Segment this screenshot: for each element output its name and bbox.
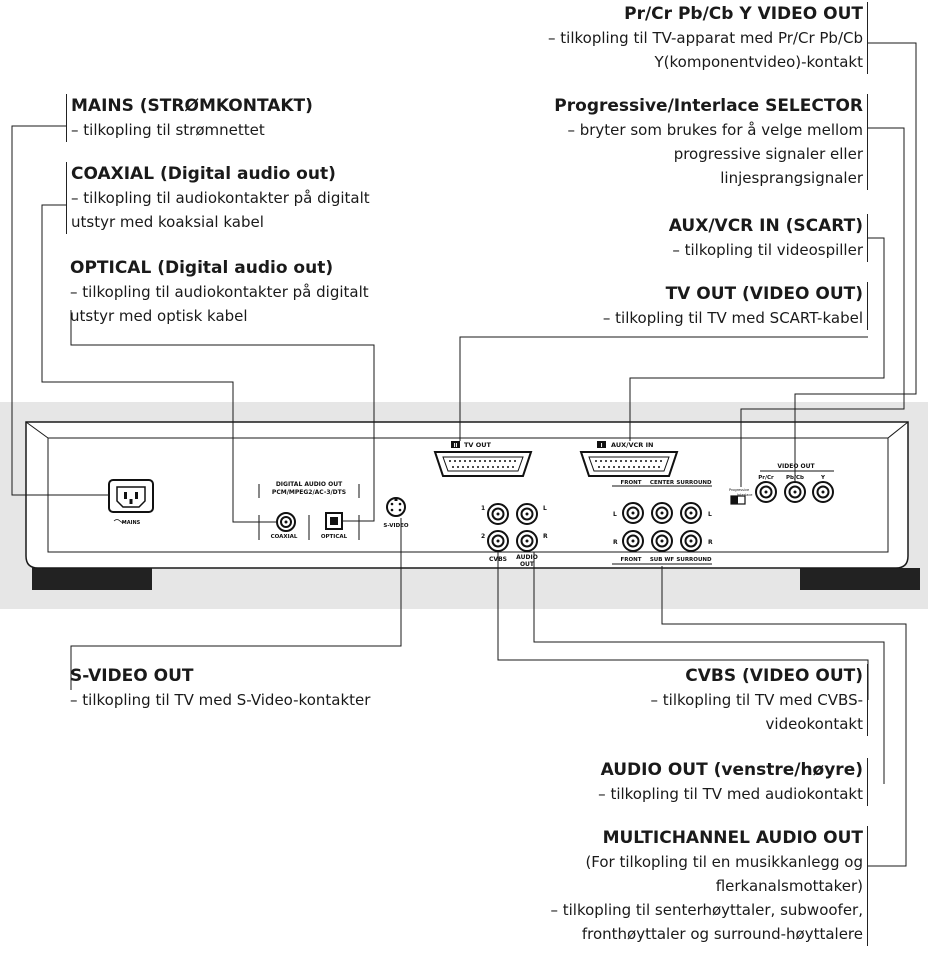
cvbs-title: CVBS (VIDEO OUT): [685, 666, 863, 686]
panel-audio-label: AUDIO: [516, 554, 538, 561]
front-r-jack-icon: [622, 530, 644, 552]
s-video-jack-icon: [386, 497, 406, 517]
panel-surround-label: SURROUND: [676, 480, 712, 486]
panel-front-bottom: FRONT: [620, 557, 641, 563]
selector-desc-1: – bryter som brukes for å velge mellom: [567, 121, 863, 139]
label-optical: OPTICAL (Digital audio out) – tilkopling…: [70, 256, 369, 328]
panel-digital-audio-out: DIGITAL AUDIO OUT: [276, 481, 343, 488]
panel-tv-out-label: TV OUT: [464, 441, 492, 449]
label-cvbs: CVBS (VIDEO OUT) – tilkopling til TV med…: [651, 664, 868, 736]
panel-digital-formats: PCM/MPEG2/AC-3/DTS: [272, 489, 346, 496]
label-multichannel: MULTICHANNEL AUDIO OUT (For tilkopling t…: [550, 826, 868, 946]
label-mains: MAINS (STRØMKONTAKT) – tilkopling til st…: [66, 94, 313, 142]
optical-jack-icon: [325, 512, 343, 530]
aux-scart-icon: [579, 451, 679, 477]
aux-title: AUX/VCR IN (SCART): [668, 216, 863, 236]
y-jack-icon: [812, 481, 834, 503]
component-video-desc-2: Y(komponentvideo)-kontakt: [654, 53, 864, 71]
progressive-switch-icon: [730, 495, 746, 505]
coaxial-title: COAXIAL (Digital audio out): [71, 164, 336, 184]
panel-mc-r-right: R: [708, 539, 713, 546]
panel-center-label: CENTER: [650, 480, 675, 486]
audio-out-desc-1: – tilkopling til TV med audiokontakt: [598, 785, 863, 803]
selector-desc-3: linjesprangsignaler: [720, 169, 863, 187]
optical-title: OPTICAL (Digital audio out): [70, 258, 334, 278]
coaxial-desc-2: utstyr med koaksial kabel: [71, 213, 264, 231]
cvbs-jack-2-icon: [487, 530, 509, 552]
cvbs-desc-1: – tilkopling til TV med CVBS-: [650, 691, 863, 709]
component-video-desc-1: – tilkopling til TV-apparat med Pr/Cr Pb…: [548, 29, 863, 47]
panel-mc-l-right: L: [708, 511, 712, 518]
label-aux: AUX/VCR IN (SCART) – tilkopling til vide…: [669, 214, 868, 262]
audio-out-title: AUDIO OUT (venstre/høyre): [600, 760, 863, 780]
cvbs-desc-2: videokontakt: [765, 715, 863, 733]
front-l-jack-icon: [622, 502, 644, 524]
selector-title: Progressive/Interlace SELECTOR: [554, 96, 863, 116]
panel-surround-bottom: SURROUND: [676, 557, 712, 563]
chassis-inner: [47, 437, 889, 553]
optical-desc-1: – tilkopling til audiokontakter på digit…: [70, 283, 369, 301]
panel-mc-l-left: L: [613, 511, 617, 518]
panel-subwf-label: SUB WF: [650, 557, 675, 563]
tv-out-num: II: [454, 443, 458, 449]
mains-socket-icon: [108, 479, 154, 513]
left-foot: [32, 568, 152, 590]
coaxial-jack-icon: [276, 512, 296, 532]
label-selector: Progressive/Interlace SELECTOR – bryter …: [554, 94, 868, 190]
label-component-video: Pr/Cr Pb/Cb Y VIDEO OUT – tilkopling til…: [548, 2, 868, 74]
selector-desc-2: progressive signaler eller: [673, 145, 863, 163]
aux-desc-1: – tilkopling til videospiller: [672, 241, 863, 259]
pr-jack-icon: [755, 481, 777, 503]
panel-video-out-label: VIDEO OUT: [777, 463, 815, 470]
mains-title: MAINS (STRØMKONTAKT): [71, 96, 313, 116]
panel-audio-l: L: [543, 505, 547, 512]
mains-desc-1: – tilkopling til strømnettet: [71, 121, 265, 139]
multichannel-desc-3: – tilkopling til senterhøyttaler, subwoo…: [550, 901, 863, 919]
panel-interlace-label: Interlace: [737, 493, 752, 497]
panel-progressive-label: Progressive: [729, 488, 749, 492]
surround-l-jack-icon: [680, 502, 702, 524]
panel-aux-label: AUX/VCR IN: [611, 441, 653, 449]
panel-front-label: FRONT: [620, 480, 641, 486]
tv-out-desc-1: – tilkopling til TV med SCART-kabel: [602, 309, 863, 327]
multichannel-desc-4: fronthøyttaler og surround-høyttalere: [581, 925, 863, 943]
audio-r-jack-icon: [516, 530, 538, 552]
surround-r-jack-icon: [680, 530, 702, 552]
optical-desc-2: utstyr med optisk kabel: [70, 307, 248, 325]
audio-l-jack-icon: [516, 503, 538, 525]
s-video-title: S-VIDEO OUT: [70, 666, 194, 686]
panel-mc-r-left: R: [613, 539, 618, 546]
panel-out-label: OUT: [520, 561, 535, 568]
panel-optical-label: OPTICAL: [321, 534, 348, 540]
tv-out-scart-icon: [433, 451, 533, 477]
panel-ch2: 2: [481, 533, 485, 540]
multichannel-desc-1: (For tilkopling til en musikkanlegg og: [585, 853, 863, 871]
coaxial-desc-1: – tilkopling til audiokontakter på digit…: [71, 189, 370, 207]
panel-y-label: Y: [820, 475, 826, 481]
pb-jack-icon: [784, 481, 806, 503]
label-s-video: S-VIDEO OUT – tilkopling til TV med S-Vi…: [70, 664, 370, 712]
label-audio-out: AUDIO OUT (venstre/høyre) – tilkopling t…: [598, 758, 868, 806]
label-coaxial: COAXIAL (Digital audio out) – tilkopling…: [66, 162, 370, 234]
panel-ch1: 1: [481, 505, 485, 512]
label-tv-out: TV OUT (VIDEO OUT) – tilkopling til TV m…: [603, 282, 868, 330]
panel-mains-label: MAINS: [122, 520, 141, 526]
leader-lines: [11, 42, 917, 867]
panel-pr-label: Pr/Cr: [758, 475, 774, 481]
right-foot: [800, 568, 920, 590]
aux-num: I: [601, 443, 603, 449]
component-video-title: Pr/Cr Pb/Cb Y VIDEO OUT: [624, 4, 863, 24]
center-jack-icon: [651, 502, 673, 524]
tv-out-title: TV OUT (VIDEO OUT): [665, 284, 863, 304]
panel-coaxial-label: COAXIAL: [271, 534, 298, 540]
panel-audio-r: R: [543, 533, 548, 540]
sub-wf-jack-icon: [651, 530, 673, 552]
s-video-desc-1: – tilkopling til TV med S-Video-kontakte…: [70, 691, 371, 709]
cvbs-jack-1-icon: [487, 503, 509, 525]
multichannel-title: MULTICHANNEL AUDIO OUT: [602, 828, 863, 848]
multichannel-desc-2: flerkanalsmottaker): [715, 877, 863, 895]
panel-s-video-label: S-VIDEO: [383, 523, 408, 529]
